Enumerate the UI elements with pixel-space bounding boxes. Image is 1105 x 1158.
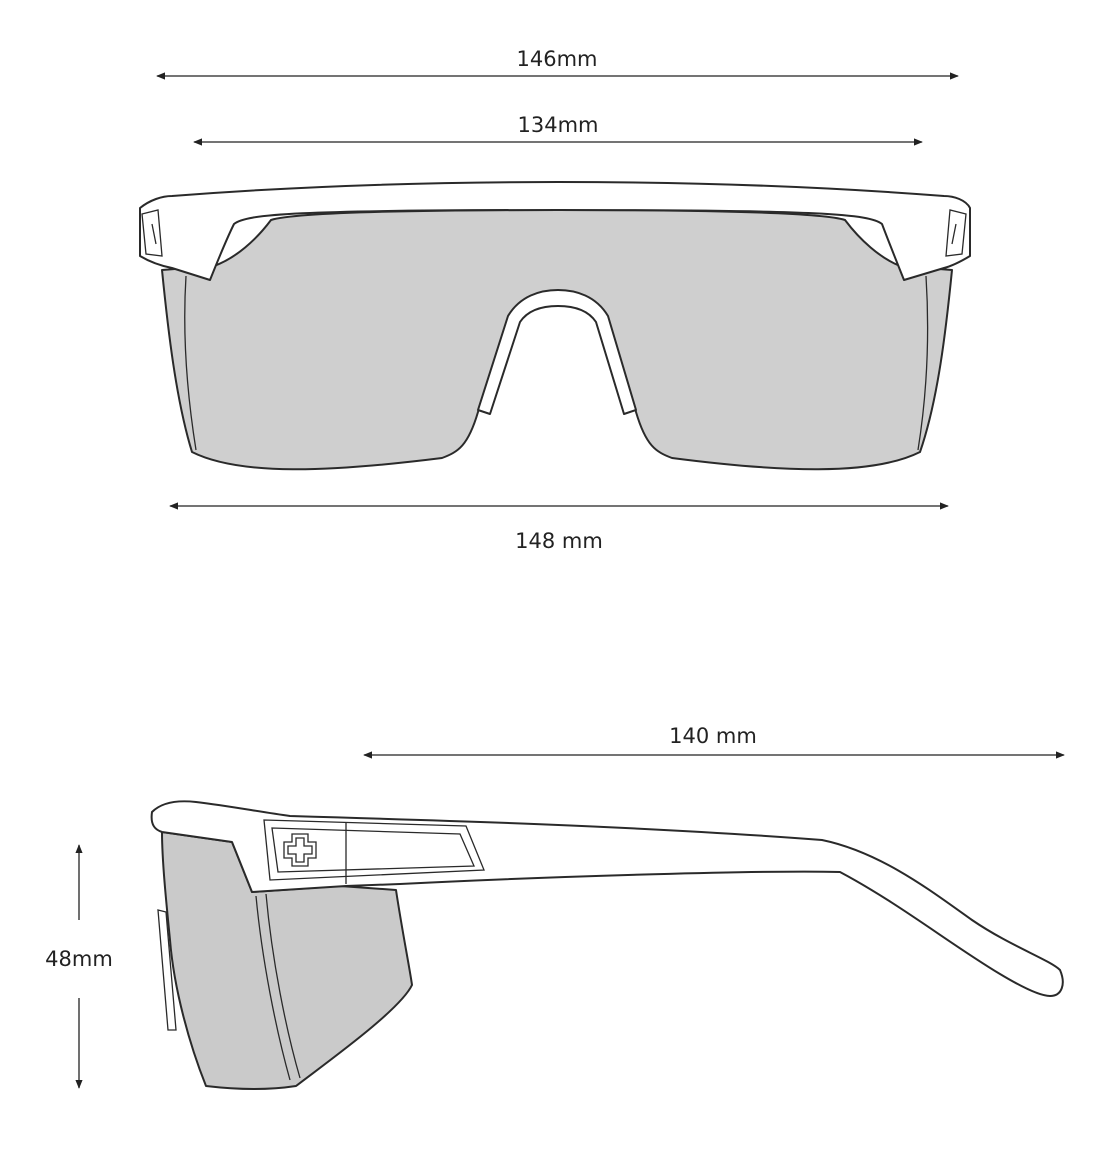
temple-length-label: 140 mm bbox=[669, 724, 757, 748]
frame-width-label: 146mm bbox=[517, 47, 598, 71]
side-lens bbox=[161, 831, 413, 1090]
side-view: 140 mm 48mm bbox=[45, 724, 1065, 1090]
total-width-dimension: 148 mm bbox=[169, 502, 949, 553]
front-left-side-shield-line bbox=[184, 275, 197, 451]
side-lens-curve-line bbox=[255, 895, 291, 1081]
front-lens bbox=[161, 209, 953, 471]
glasses-front bbox=[139, 181, 971, 471]
lens-width-dimension: 134mm bbox=[193, 113, 923, 146]
total-width-label: 148 mm bbox=[515, 529, 603, 553]
front-brow-bar bbox=[139, 181, 971, 281]
frame-width-dimension: 146mm bbox=[156, 47, 959, 80]
cross-logo-icon bbox=[283, 833, 317, 867]
front-right-hinge bbox=[945, 209, 967, 257]
lens-height-label: 48mm bbox=[45, 947, 113, 971]
lens-width-label: 134mm bbox=[518, 113, 599, 137]
temple-length-dimension: 140 mm bbox=[363, 724, 1065, 759]
side-logo-plate-inner bbox=[271, 827, 475, 873]
front-nose-bridge bbox=[477, 289, 637, 415]
side-lens-curve-line-2 bbox=[265, 893, 301, 1079]
front-view: 146mm 134mm 148 mm bbox=[139, 47, 971, 553]
side-temple-arm bbox=[150, 800, 1064, 997]
side-nose-pad bbox=[157, 909, 177, 1031]
lens-height-dimension: 48mm bbox=[45, 844, 113, 1089]
side-logo-plate bbox=[263, 819, 485, 881]
front-left-hinge bbox=[141, 209, 163, 257]
glasses-side bbox=[150, 800, 1064, 1090]
front-right-side-shield-line bbox=[917, 275, 929, 451]
